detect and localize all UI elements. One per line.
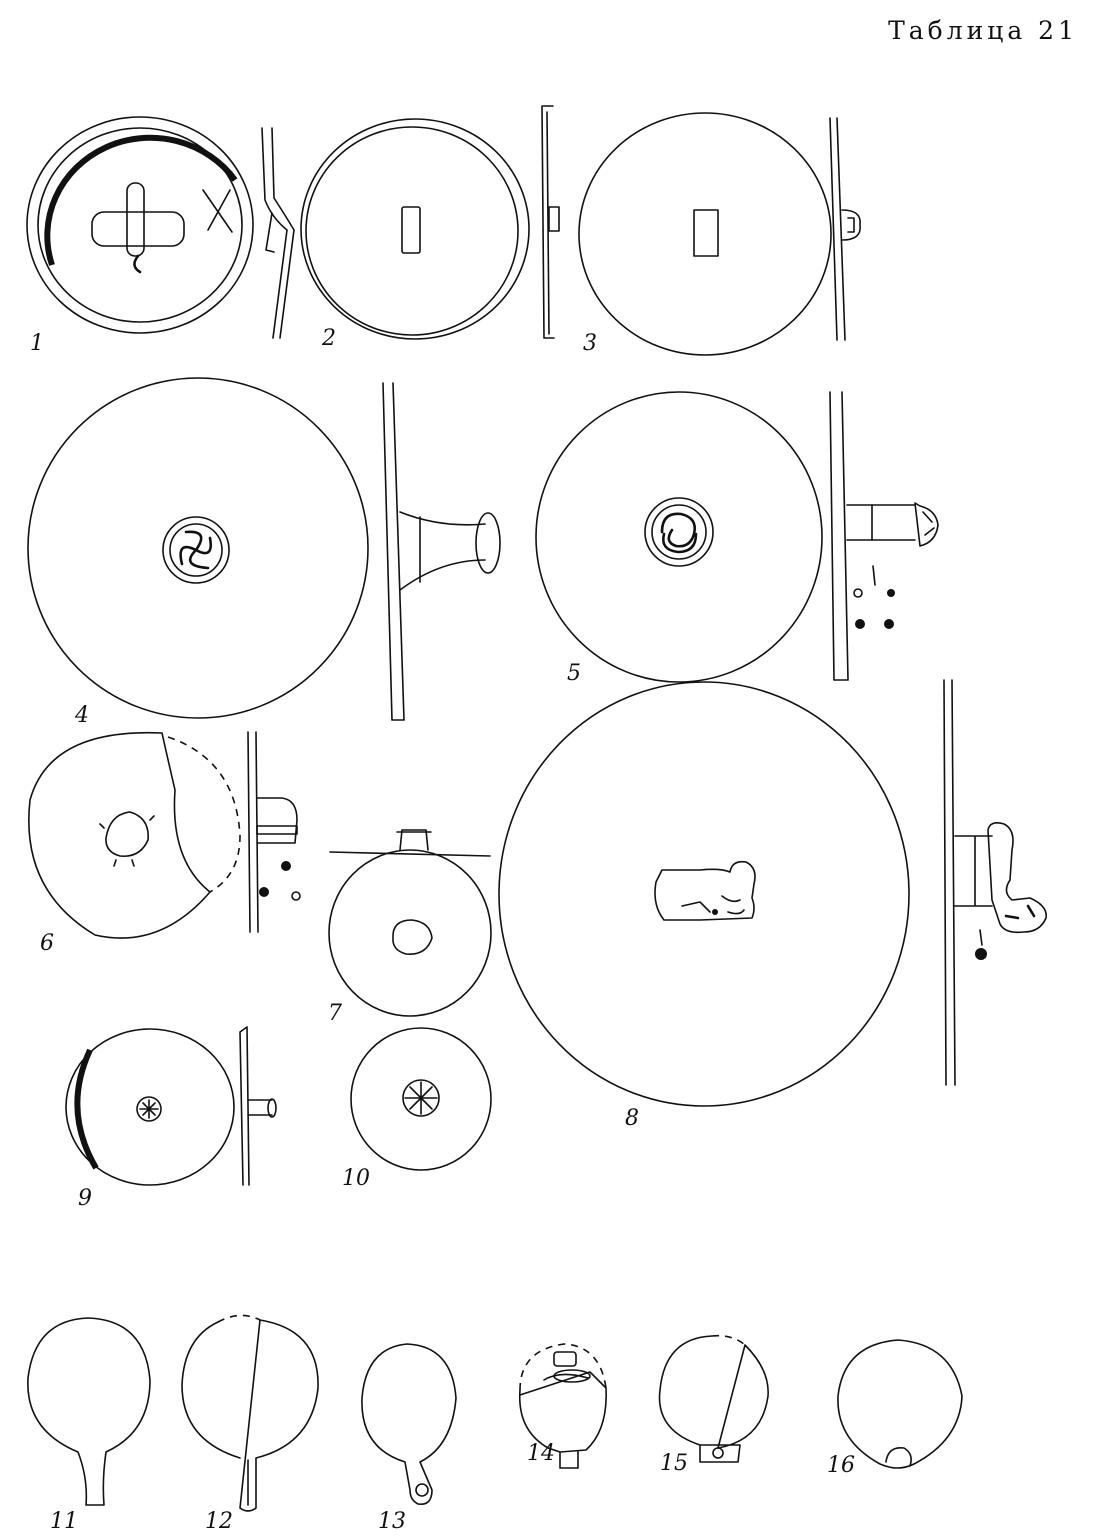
mirror-2 [300,118,530,340]
mirror-8 [498,681,910,1107]
figure-label-2: 2 [321,326,336,351]
figure-label-5: 5 [567,661,581,686]
mirror-10 [350,1027,492,1171]
mirror-5-profile [829,391,939,681]
figure-label-11: 11 [50,1509,78,1534]
plate-title: Таблица 21 [888,16,1078,45]
figure-label-4: 4 [74,703,89,728]
figure-label-14: 14 [527,1441,555,1466]
mirror-1-profile [261,127,295,339]
mirror-14 [518,1343,607,1469]
mirror-6 [28,731,241,939]
mirror-4-profile [382,382,501,721]
figure-label-7: 7 [328,1001,342,1026]
figure-label-8: 8 [625,1106,639,1131]
mirror-8-profile [943,679,1047,1086]
mirror-1 [26,116,254,334]
mirror-12 [181,1314,319,1512]
figure-label-6: 6 [40,931,54,956]
figure-label-1: 1 [30,331,44,356]
figure-labels: 1 2 3 4 5 6 7 8 9 10 11 12 13 14 15 16 [30,326,855,1534]
figure-label-12: 12 [205,1509,233,1534]
mirror-9 [65,1028,235,1186]
figure-label-13: 13 [378,1509,406,1534]
mirror-3-profile [829,117,861,341]
mirror-3 [578,112,832,356]
figure-label-10: 10 [342,1166,370,1191]
mirror-6-profile [247,731,301,933]
mirror-9-profile [239,1026,277,1186]
mirror-11 [27,1317,151,1506]
figure-label-9: 9 [78,1186,92,1211]
figure-label-3: 3 [583,331,597,356]
mirror-7 [328,829,492,1017]
mirror-16 [837,1339,963,1469]
figure-label-15: 15 [660,1451,688,1476]
mirror-2-profile [541,105,560,339]
mirror-5 [535,391,823,683]
mirror-15 [658,1334,769,1463]
mirror-13 [361,1343,457,1506]
mirror-4 [27,377,369,719]
figure-label-16: 16 [827,1453,855,1478]
